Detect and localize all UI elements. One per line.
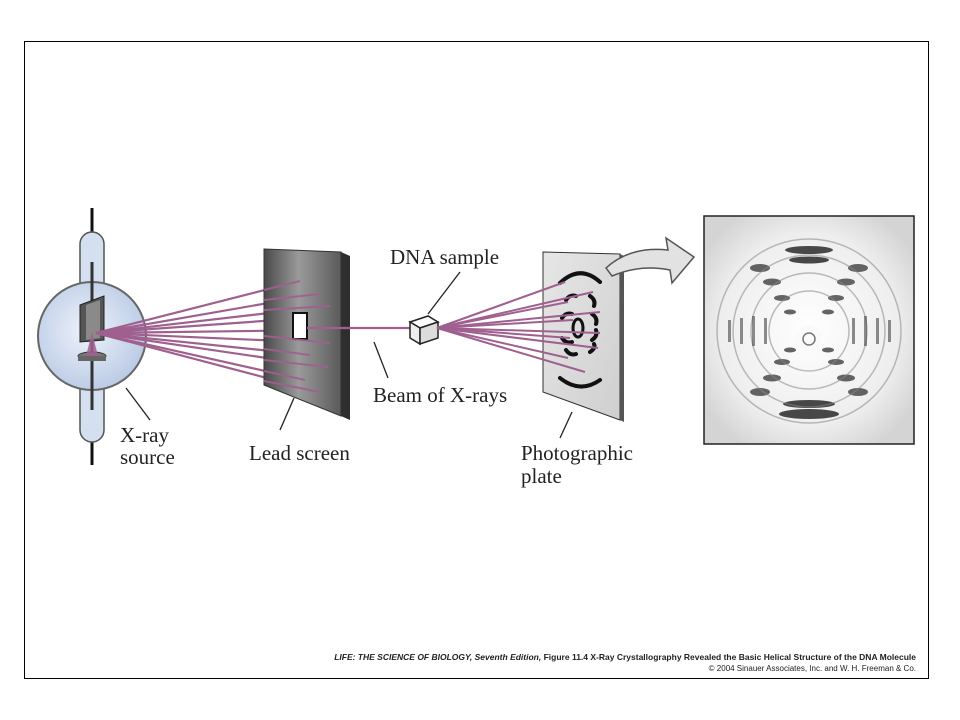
label-photographic-plate: Photographic: [521, 441, 633, 465]
dna-sample-cube: [408, 315, 440, 346]
label-xray-source-2: source: [120, 445, 175, 469]
diffraction-photo: [703, 215, 915, 445]
copyright-text: © 2004 Sinauer Associates, Inc. and W. H…: [708, 664, 916, 673]
photographic-plate: [542, 251, 624, 422]
xray-tube: [37, 208, 147, 465]
arrow-icon: [604, 236, 696, 285]
caption-figure: Figure 11.4 X-Ray Crystallography Reveal…: [543, 652, 916, 662]
label-xray-source: X-ray: [120, 423, 169, 447]
label-beam: Beam of X-rays: [373, 383, 507, 407]
caption-edition: Seventh Edition,: [474, 652, 542, 662]
label-photographic-plate-2: plate: [521, 464, 562, 488]
caption-book: LIFE: THE SCIENCE OF BIOLOGY,: [334, 652, 473, 662]
label-lead-screen: Lead screen: [249, 441, 350, 465]
label-dna-sample: DNA sample: [390, 245, 499, 269]
figure-caption: LIFE: THE SCIENCE OF BIOLOGY, Seventh Ed…: [334, 652, 916, 662]
lead-screen: [263, 248, 350, 420]
